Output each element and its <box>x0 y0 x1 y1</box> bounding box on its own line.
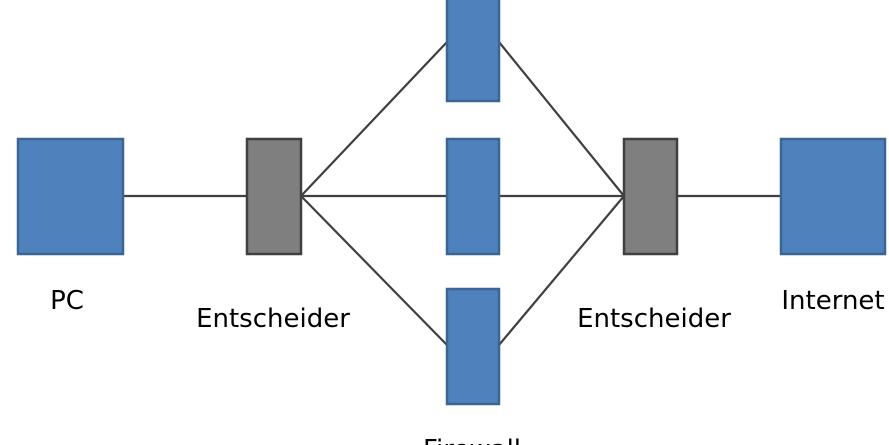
decider-right-box <box>622 137 679 256</box>
internet-label: Internet <box>781 286 884 316</box>
decider-left-box <box>245 137 303 256</box>
firewall-label: Firewall <box>423 435 521 445</box>
pc-box <box>16 137 125 256</box>
connector-decider-to-firewall-bottom <box>300 195 448 346</box>
decider-left-label: Entscheider <box>196 304 350 334</box>
connector-firewall-top-to-decider <box>498 41 625 197</box>
internet-box <box>779 137 887 256</box>
connector-firewall-bottom-to-decider <box>498 195 625 346</box>
decider-right-label: Entscheider <box>577 304 731 334</box>
firewall-middle-box <box>445 137 501 256</box>
firewall-bottom-box <box>445 287 501 406</box>
firewall-top-box <box>445 0 501 103</box>
connector-decider-to-firewall-top <box>300 41 448 197</box>
pc-label: PC <box>50 286 84 316</box>
